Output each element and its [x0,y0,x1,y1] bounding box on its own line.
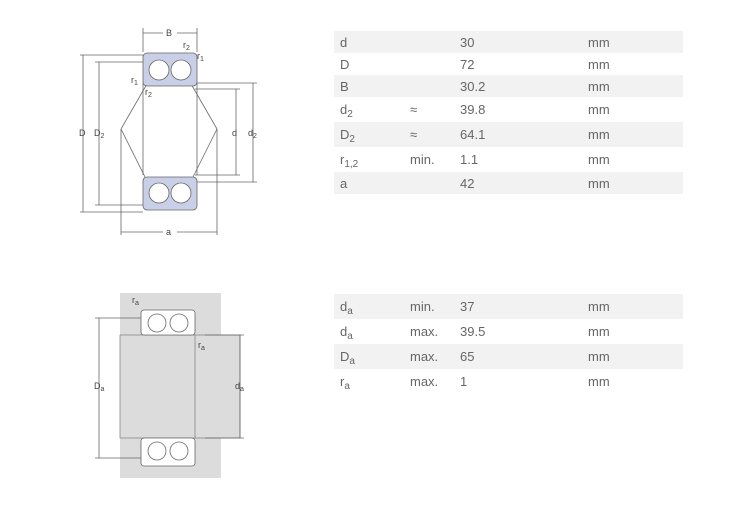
symbol-cell: B [334,75,410,97]
unit-cell: mm [588,294,683,319]
label-d: d [232,128,237,138]
symbol-cell: Da [334,344,410,369]
value-cell: 42 [460,172,588,194]
value-cell: 39.5 [460,324,486,339]
bearing-dimension-diagram: B r2 r1 r1 r2 D D2 d d2 a [79,28,257,237]
value-cell: 1.1 [460,152,479,167]
qualifier-cell [410,75,460,97]
table-row: r1,2 min. 1.1 mm [334,147,683,172]
svg-text:Da: Da [94,381,105,393]
abutment-dimension-diagram: ra ra Da da [94,293,244,478]
unit-cell: mm [588,56,610,72]
qualifier-cell: min. [410,152,435,167]
value-cell: 65 [460,344,588,369]
label-B: B [166,28,172,38]
table-row: D 72 mm [334,53,683,75]
svg-text:da: da [235,381,244,393]
svg-text:r2: r2 [145,87,152,99]
symbol-cell: da [334,294,410,319]
value-cell: 1 [460,374,468,389]
svg-text:d2: d2 [248,128,257,140]
label-a: a [166,227,171,237]
label-D: D [79,128,86,138]
svg-text:ra: ra [198,340,205,352]
symbol-cell: ra [340,374,350,392]
unit-cell: mm [588,31,683,53]
unit-cell: mm [588,374,610,389]
svg-text:r1: r1 [131,75,138,87]
unit-cell: mm [588,75,683,97]
unit-cell: mm [588,172,683,194]
unit-cell: mm [588,152,610,167]
qualifier-cell: ≈ [410,122,460,147]
qualifier-cell: max. [410,324,439,339]
table-row: ra max. 1 mm [334,369,683,394]
svg-text:D2: D2 [94,128,105,140]
unit-cell: mm [588,102,610,117]
unit-cell: mm [588,344,683,369]
qualifier-cell [410,172,460,194]
value-cell: 30.2 [460,75,588,97]
unit-cell: mm [588,324,610,339]
value-cell: 37 [460,294,588,319]
value-cell: 64.1 [460,122,588,147]
qualifier-cell: max. [410,344,460,369]
unit-cell: mm [588,122,683,147]
symbol-cell: a [334,172,410,194]
table-row: d2 ≈39.8 mm [334,97,683,122]
value-cell: 72 [460,56,475,72]
qualifier-cell: ≈ [410,102,418,117]
qualifier-cell: max. [410,374,439,389]
qualifier-cell [410,53,460,75]
value-cell: 39.8 [460,102,486,117]
symbol-cell: da [340,324,353,342]
symbol-cell: D2 [334,122,410,147]
qualifier-cell: min. [410,294,460,319]
value-cell: 30 [460,31,588,53]
qualifier-cell [410,31,460,53]
symbol-cell: d [334,31,410,53]
symbol-cell: d2 [340,102,353,120]
table-row: da max. 39.5 mm [334,319,683,344]
symbol-cell: r1,2 [340,152,359,170]
svg-text:r2: r2 [183,40,190,52]
svg-text:ra: ra [132,295,139,307]
svg-text:r1: r1 [197,51,204,63]
symbol-cell: D [340,56,350,72]
